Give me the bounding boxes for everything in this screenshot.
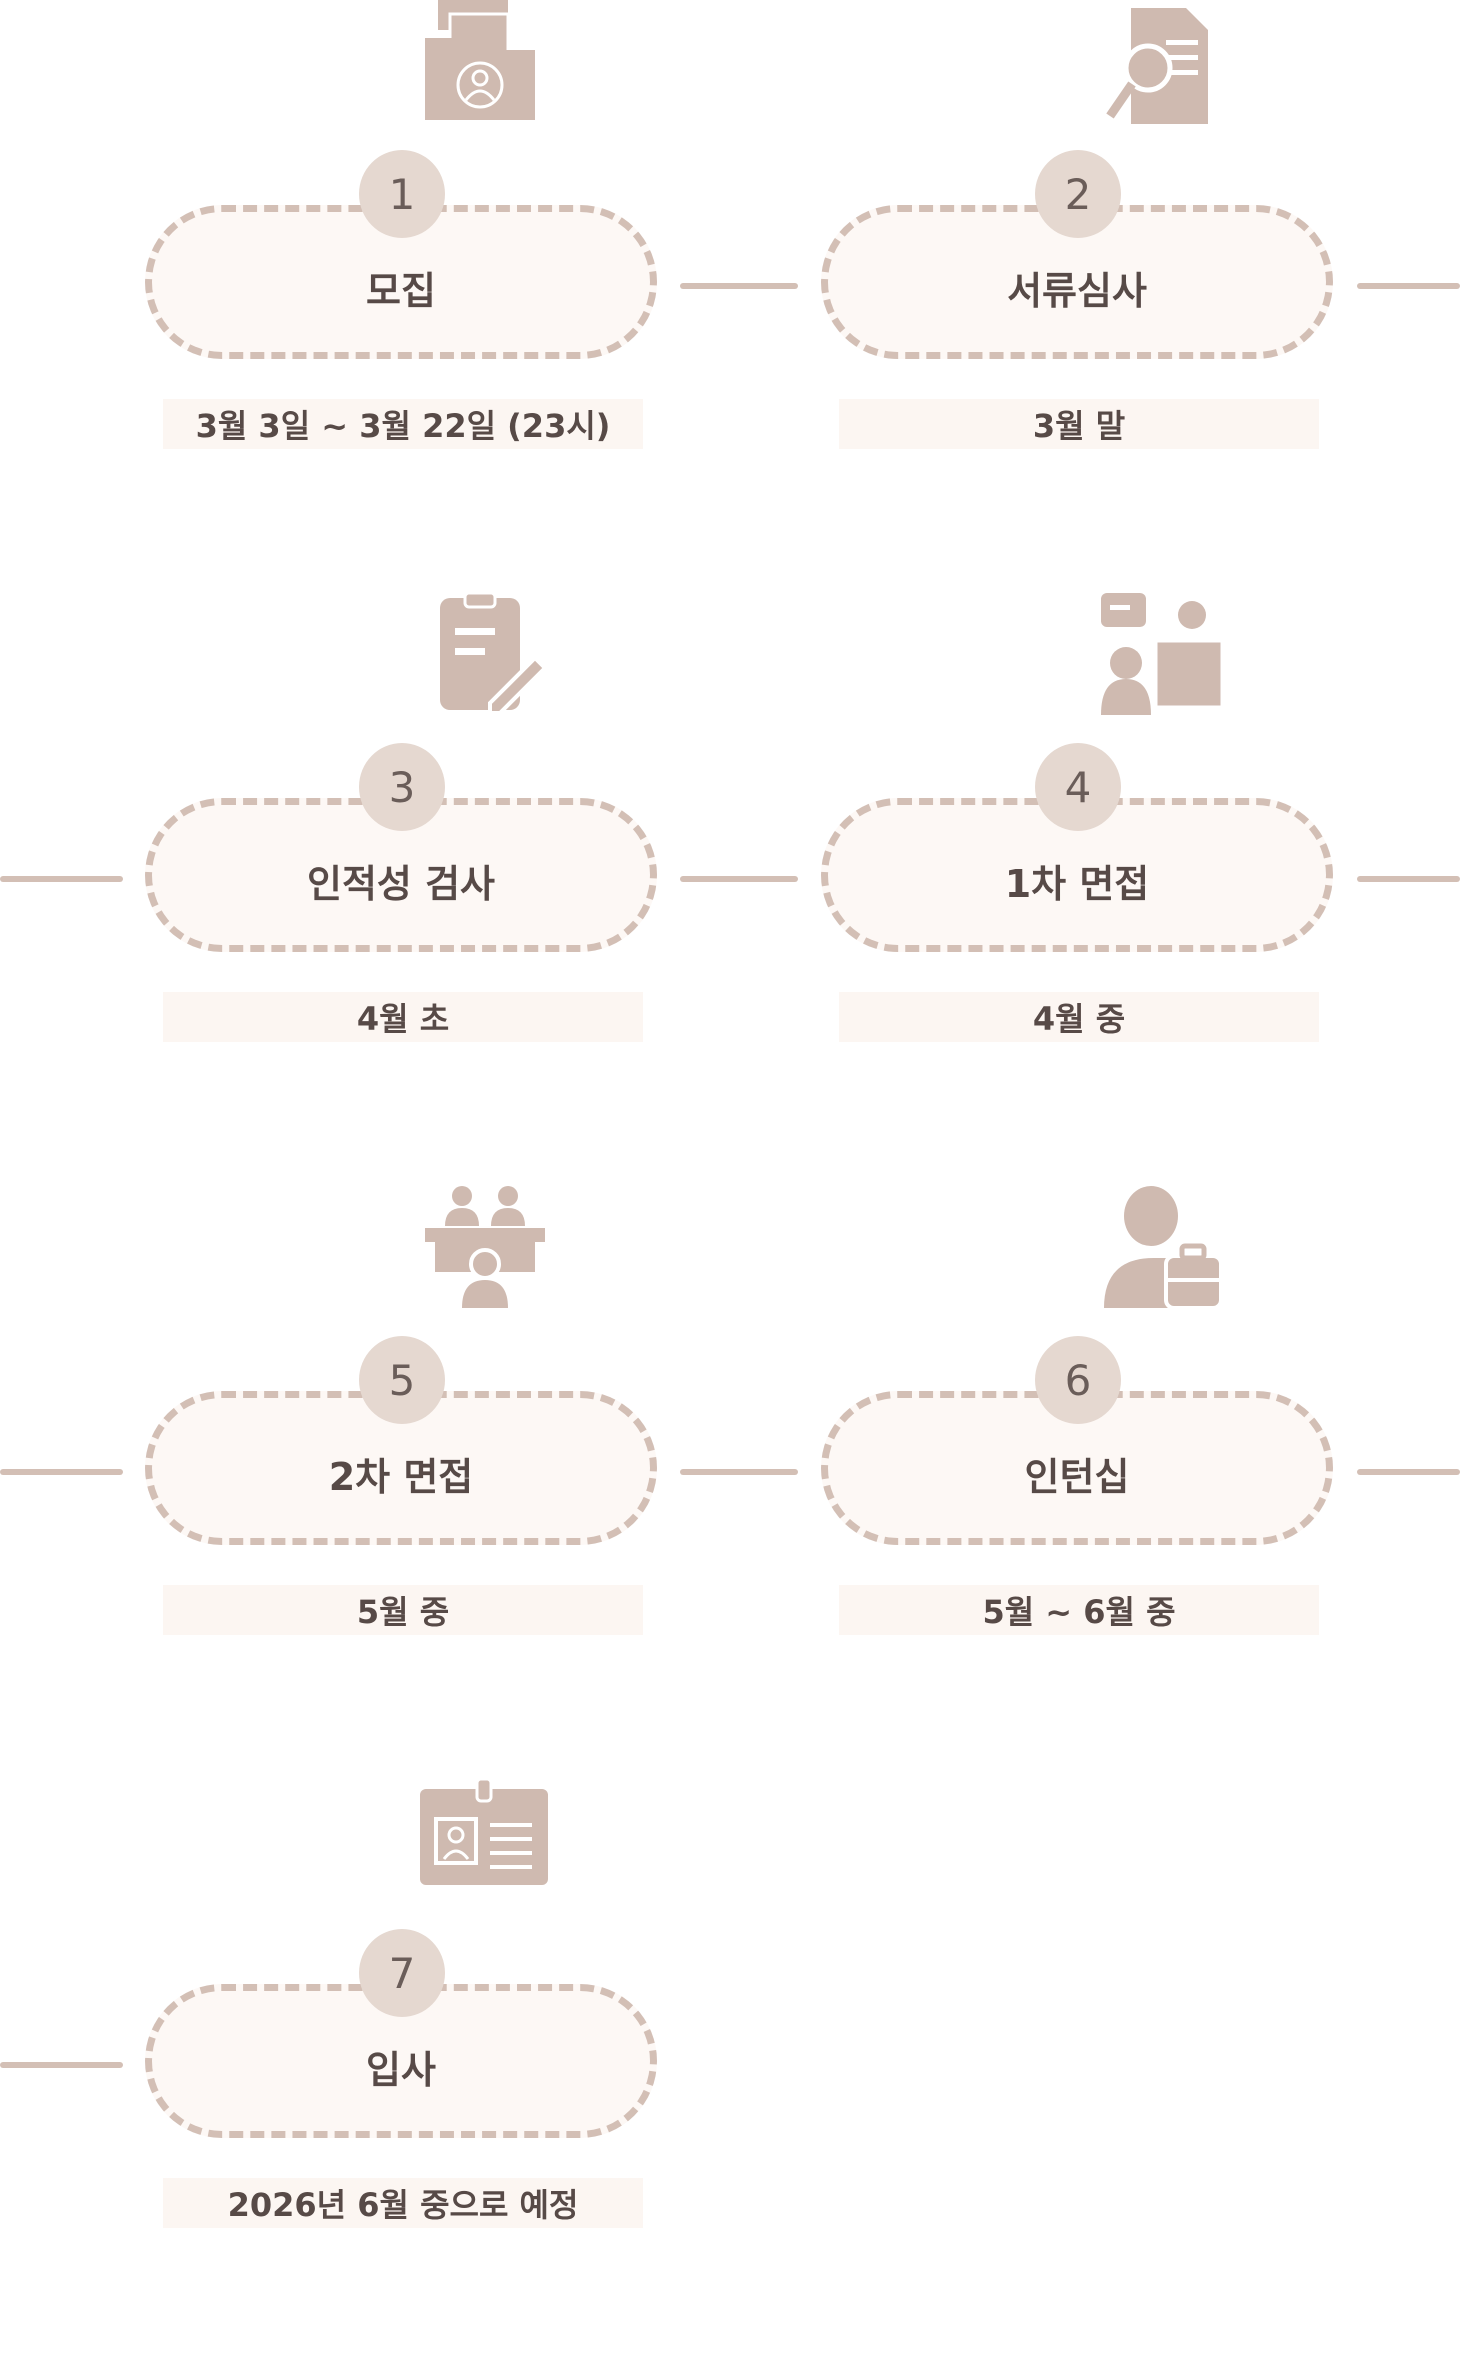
step-first-interview: 1차 면접 4 4월 중 — [821, 593, 1460, 1186]
connector-line — [0, 876, 123, 882]
step-number-badge: 4 — [1035, 743, 1121, 831]
step-recruitment: 모집 1 3월 3일 ~ 3월 22일 (23시) — [145, 0, 823, 593]
step-number-badge: 7 — [359, 1929, 445, 2017]
interview-icon — [1096, 593, 1226, 717]
connector-line — [0, 2062, 123, 2068]
step-second-interview: 2차 면접 5 5월 중 — [145, 1186, 823, 1779]
step-number-badge: 3 — [359, 743, 445, 831]
step-title: 2차 면접 — [328, 1454, 474, 1499]
step-date: 3월 3일 ~ 3월 22일 (23시) — [163, 399, 643, 449]
step-date: 4월 초 — [163, 992, 643, 1042]
person-briefcase-icon — [1096, 1186, 1226, 1310]
step-title: 1차 면접 — [1004, 861, 1150, 906]
step-title: 입사 — [366, 2047, 436, 2092]
connector-line — [680, 876, 798, 882]
panel-interview-icon — [420, 1186, 550, 1310]
step-aptitude-test: 인적성 검사 3 4월 초 — [145, 591, 823, 1186]
step-date: 3월 말 — [839, 399, 1319, 449]
connector-line — [680, 283, 798, 289]
step-title: 인적성 검사 — [306, 861, 496, 906]
id-badge-icon — [420, 1777, 550, 1903]
connector-line — [1357, 283, 1460, 289]
step-title: 인턴십 — [1024, 1454, 1130, 1499]
step-number-badge: 5 — [359, 1336, 445, 1424]
document-search-icon — [1096, 0, 1226, 126]
step-date: 5월 중 — [163, 1585, 643, 1635]
connector-line — [1357, 876, 1460, 882]
step-number-badge: 2 — [1035, 150, 1121, 238]
step-date: 4월 중 — [839, 992, 1319, 1042]
step-number-badge: 1 — [359, 150, 445, 238]
connector-line — [1357, 1469, 1460, 1475]
connector-line — [0, 1469, 123, 1475]
step-joining: 입사 7 2026년 6월 중으로 예정 — [145, 1777, 823, 2372]
connector-line — [680, 1469, 798, 1475]
step-number-badge: 6 — [1035, 1336, 1121, 1424]
step-internship: 인턴십 6 5월 ~ 6월 중 — [821, 1186, 1460, 1779]
step-date: 2026년 6월 중으로 예정 — [163, 2178, 643, 2228]
step-date: 5월 ~ 6월 중 — [839, 1585, 1319, 1635]
step-title: 모집 — [366, 268, 436, 313]
clipboard-pencil-icon — [420, 591, 550, 717]
step-title: 서류심사 — [1007, 268, 1147, 313]
step-document-screening: 서류심사 2 3월 말 — [821, 0, 1460, 593]
applicant-folder-icon — [420, 0, 550, 124]
